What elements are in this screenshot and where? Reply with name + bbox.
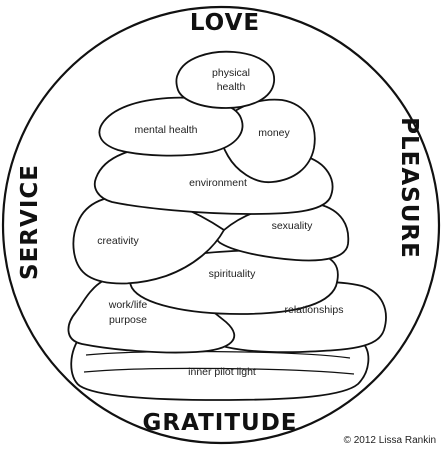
stone-physical-health	[175, 50, 275, 109]
stone-money	[218, 98, 316, 183]
label-creativity: creativity	[97, 235, 139, 247]
stone-mental-health	[98, 96, 244, 157]
label-work-life-purpose-line2: purpose	[109, 314, 147, 326]
label-environment: environment	[189, 177, 247, 189]
word-gratitude: GRATITUDE	[142, 410, 297, 436]
label-sexuality: sexuality	[272, 220, 314, 232]
label-spirituality: spirituality	[209, 268, 256, 280]
label-physical-health-line1: physical	[212, 67, 250, 79]
label-mental-health: mental health	[134, 124, 197, 136]
copyright-text: © 2012 Lissa Rankin	[344, 435, 436, 446]
label-money: money	[258, 127, 290, 139]
word-love: LOVE	[190, 10, 260, 36]
outer-circle	[1, 5, 441, 445]
word-pleasure: PLEASURE	[396, 117, 422, 259]
label-inner-pilot-light: inner pilot light	[188, 366, 256, 378]
label-relationships: relationships	[285, 304, 344, 316]
base-stone-line-1	[85, 350, 351, 359]
base-stone-line-2	[83, 367, 355, 375]
label-work-life-purpose-line1: work/life	[108, 299, 148, 311]
label-physical-health-line2: health	[217, 81, 246, 93]
word-service: SERVICE	[17, 164, 43, 280]
